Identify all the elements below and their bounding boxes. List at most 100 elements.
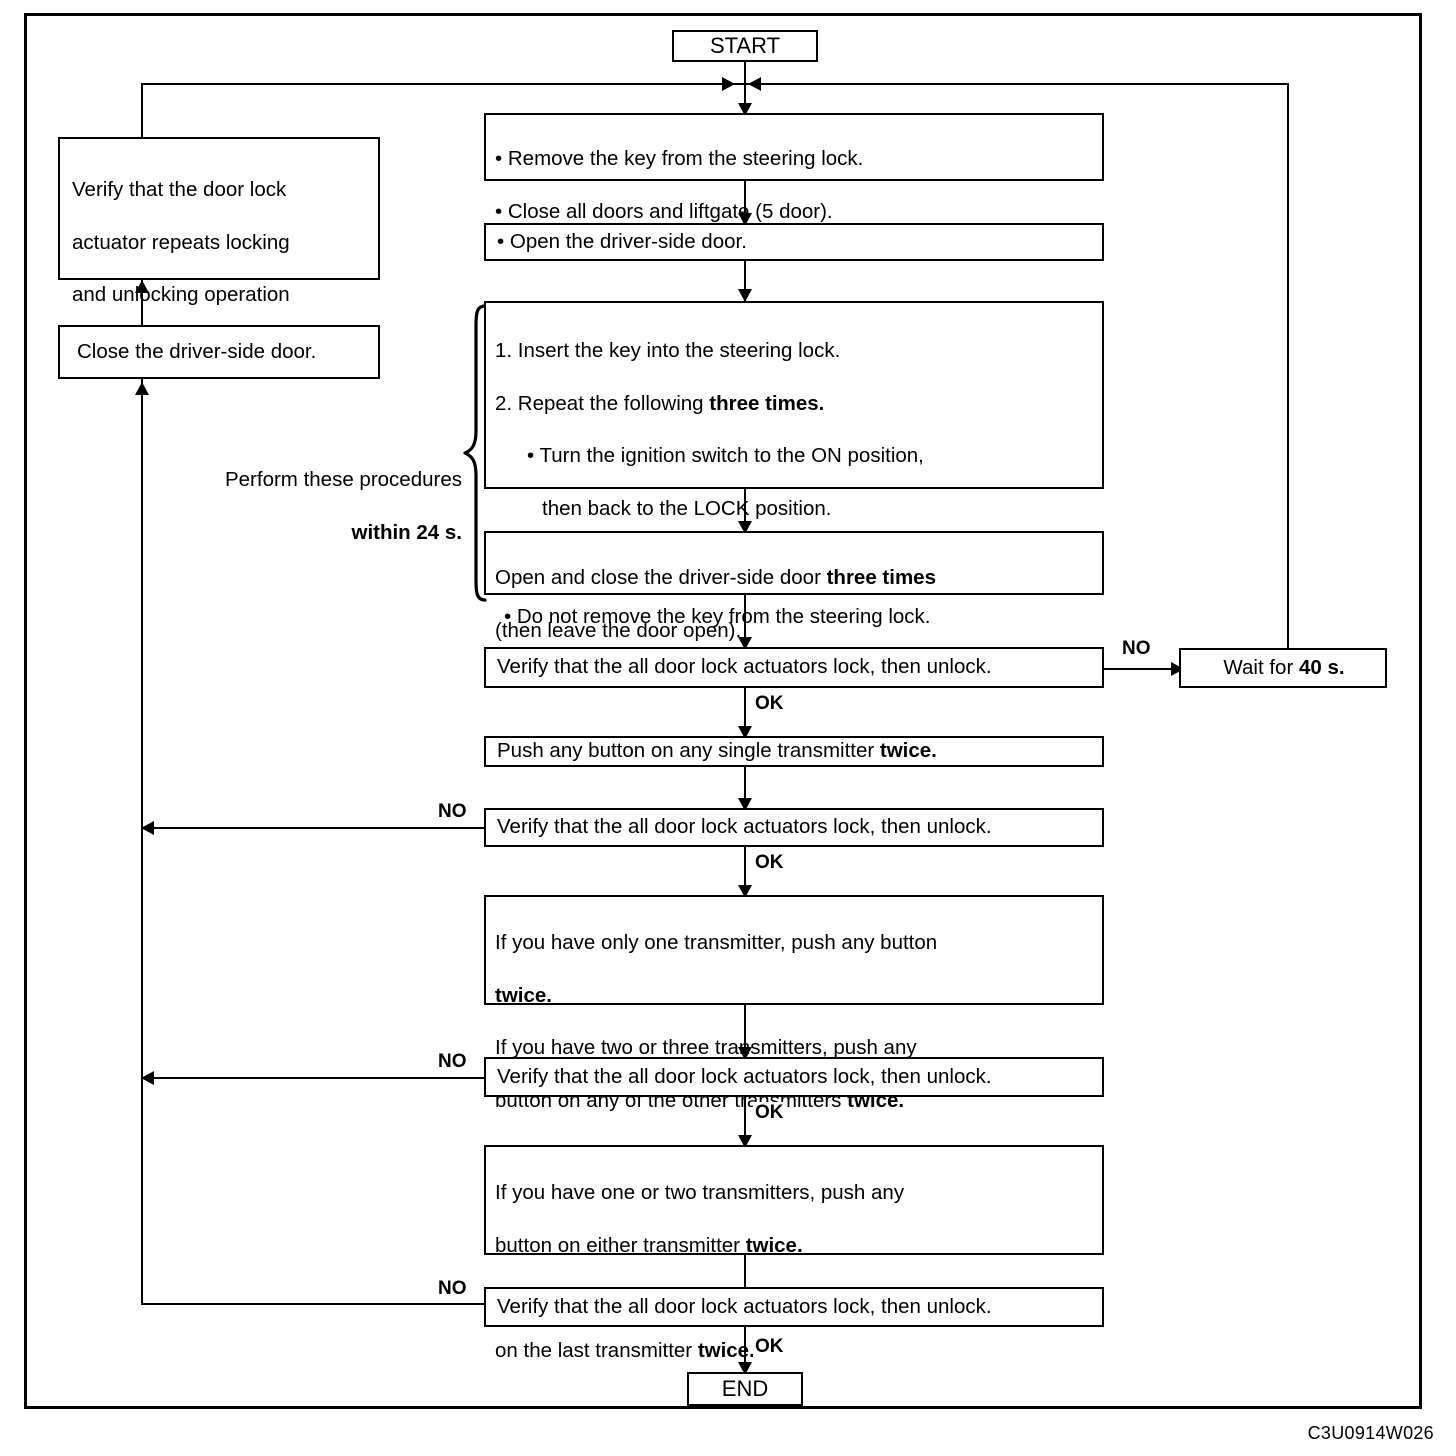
connector-opendoor-to-keysteps	[744, 261, 746, 301]
twice-emphasis-2: twice.	[495, 983, 552, 1007]
connector-pushsingle-to-verify2	[744, 767, 746, 819]
within-24s-duration: within 24 s.	[351, 520, 463, 544]
annotation-within-24s: Perform these procedures within 24 s.	[162, 440, 462, 573]
node-open-close-door-3x[interactable]: Open and close the driver-side door thre…	[484, 531, 1104, 642]
edge-label-ok-3: OK	[753, 1102, 786, 1124]
node-verify-actuators-3[interactable]: Verify that the all door lock actuators …	[484, 1057, 1104, 1097]
wait40-duration: 40 s.	[1298, 655, 1345, 679]
grouping-brace	[463, 304, 487, 602]
arrowhead-to-pushsingle	[738, 726, 752, 739]
edge-label-ok-2: OK	[753, 852, 786, 874]
close-door-text: Close the driver-side door.	[77, 339, 317, 363]
choice2-line-2: button on either transmitter twice.	[495, 1233, 803, 1257]
prep-line-2: • Close all doors and liftgate (5 door).	[495, 199, 833, 223]
connector-verify3-no-to-rail	[141, 1077, 484, 1079]
within-24s-line-2: within 24 s.	[162, 520, 463, 547]
connector-openclose-to-verify1	[744, 595, 746, 647]
node-verify-actuator-repeats-twice[interactable]: Verify that the door lock actuator repea…	[58, 137, 380, 359]
arrowhead-to-choice1	[738, 885, 752, 898]
bus-arrowhead-left-in	[722, 77, 735, 91]
open-close-line-1: Open and close the driver-side door thre…	[495, 566, 936, 590]
node-close-driver-door[interactable]: Close the driver-side door.	[58, 325, 380, 379]
arrowhead-to-keysteps	[738, 289, 752, 302]
connector-verify1-ok-to-pushsingle	[744, 688, 746, 736]
choice2-line-1: If you have one or two transmitters, pus…	[495, 1181, 905, 1205]
edge-label-ok-4: OK	[753, 1336, 786, 1358]
push-single-text: Push any button on any single transmitte…	[497, 739, 937, 763]
connector-top-bus	[141, 83, 1288, 85]
connector-verify2-ok-to-choice1	[744, 847, 746, 895]
arrowhead-to-verifytwice	[135, 280, 149, 293]
node-wait-40s[interactable]: Wait for 40 s.	[1179, 648, 1387, 688]
prep-line-1: • Remove the key from the steering lock.	[495, 147, 864, 171]
node-verify-actuators-4[interactable]: Verify that the all door lock actuators …	[484, 1287, 1104, 1327]
node-key-steps[interactable]: 1. Insert the key into the steering lock…	[484, 301, 1104, 628]
connector-verify3-ok-to-choice2	[744, 1097, 746, 1145]
key-step-bullet-1: • Turn the ignition switch to the ON pos…	[527, 444, 924, 468]
connector-keysteps-to-openclose	[744, 489, 746, 531]
connector-bus-to-prep	[744, 83, 746, 113]
connector-right-return-rail	[1287, 83, 1289, 648]
node-open-driver-door[interactable]: • Open the driver-side door.	[484, 223, 1104, 261]
arrowhead-to-verify3	[738, 1047, 752, 1060]
edge-label-no-3: NO	[436, 1051, 469, 1073]
figure-id-code: C3U0914W026	[1307, 1423, 1434, 1443]
edge-label-no-2: NO	[436, 801, 469, 823]
verify2-text: Verify that the all door lock actuators …	[497, 815, 992, 839]
edge-label-no-1: NO	[1120, 638, 1153, 660]
node-transmitter-choice-1[interactable]: If you have only one transmitter, push a…	[484, 895, 1104, 1112]
twice-emphasis-4: twice.	[745, 1233, 803, 1257]
node-end[interactable]: END	[687, 1372, 803, 1406]
arrowhead-verify2-no	[141, 821, 154, 835]
key-step-2: 2. Repeat the following three times.	[495, 391, 825, 415]
open-close-line-2: (then leave the door open).	[495, 618, 742, 642]
arrowhead-to-end	[738, 1362, 752, 1375]
node-start[interactable]: START	[672, 30, 818, 62]
arrowhead-to-verify1	[738, 637, 752, 650]
within-24s-line-1: Perform these procedures	[224, 467, 462, 491]
arrowhead-to-prep	[738, 103, 752, 116]
key-step-1: 1. Insert the key into the steering lock…	[495, 339, 841, 363]
connector-prep-to-opendoor	[744, 181, 746, 223]
connector-choice2-to-verify4	[744, 1255, 746, 1307]
end-label: END	[721, 1375, 769, 1401]
node-prep[interactable]: • Remove the key from the steering lock.…	[484, 113, 1104, 223]
bus-arrowhead-right-in	[748, 77, 761, 91]
diagram-outer-frame	[24, 13, 1422, 1409]
open-door-text: • Open the driver-side door.	[497, 229, 747, 253]
arrowhead-to-openclose	[738, 521, 752, 534]
three-times-emphasis: three times.	[709, 391, 825, 415]
choice1-line-3: If you have two or three transmitters, p…	[495, 1036, 917, 1060]
node-transmitter-choice-2[interactable]: If you have one or two transmitters, pus…	[484, 1145, 1104, 1362]
three-times-emphasis-2: three times	[826, 566, 936, 590]
node-verify-actuators-1[interactable]: Verify that the all door lock actuators …	[484, 647, 1104, 688]
node-verify-actuators-2[interactable]: Verify that the all door lock actuators …	[484, 808, 1104, 847]
connector-start-to-bus	[744, 60, 746, 83]
arrowhead-to-choice2	[738, 1135, 752, 1148]
arrowhead-to-closedoor	[135, 382, 149, 395]
node-push-single-transmitter[interactable]: Push any button on any single transmitte…	[484, 736, 1104, 767]
verify-twice-line-2: actuator repeats locking	[72, 230, 290, 254]
connector-left-return-rail	[141, 83, 143, 1304]
connector-verify2-no-to-rail	[141, 827, 484, 829]
verify1-text: Verify that the all door lock actuators …	[497, 655, 992, 679]
start-label: START	[709, 32, 781, 58]
connector-verify1-no-to-wait	[1103, 668, 1179, 670]
twice-emphasis-5: twice.	[697, 1338, 755, 1362]
edge-label-ok-1: OK	[753, 693, 786, 715]
connector-choice1-to-verify3	[744, 1005, 746, 1057]
verify3-text: Verify that the all door lock actuators …	[497, 1064, 992, 1088]
choice1-line-1: If you have only one transmitter, push a…	[495, 931, 938, 955]
verify-twice-line-1: Verify that the door lock	[72, 178, 287, 202]
connector-closedoor-to-verifytwice	[141, 280, 143, 325]
connector-verify4-ok-to-end	[744, 1327, 746, 1372]
verify4-text: Verify that the all door lock actuators …	[497, 1294, 992, 1318]
edge-label-no-4: NO	[436, 1278, 469, 1300]
verify-twice-line-3: and unlocking operation	[72, 283, 290, 307]
choice2-line-4: on the last transmitter twice.	[495, 1338, 755, 1362]
wait40-text: Wait for 40 s.	[1223, 655, 1345, 679]
arrowhead-to-opendoor	[738, 213, 752, 226]
key-step-note-bullet: • Do not remove the key from the steerin…	[504, 604, 931, 628]
arrowhead-verify3-no	[141, 1071, 154, 1085]
